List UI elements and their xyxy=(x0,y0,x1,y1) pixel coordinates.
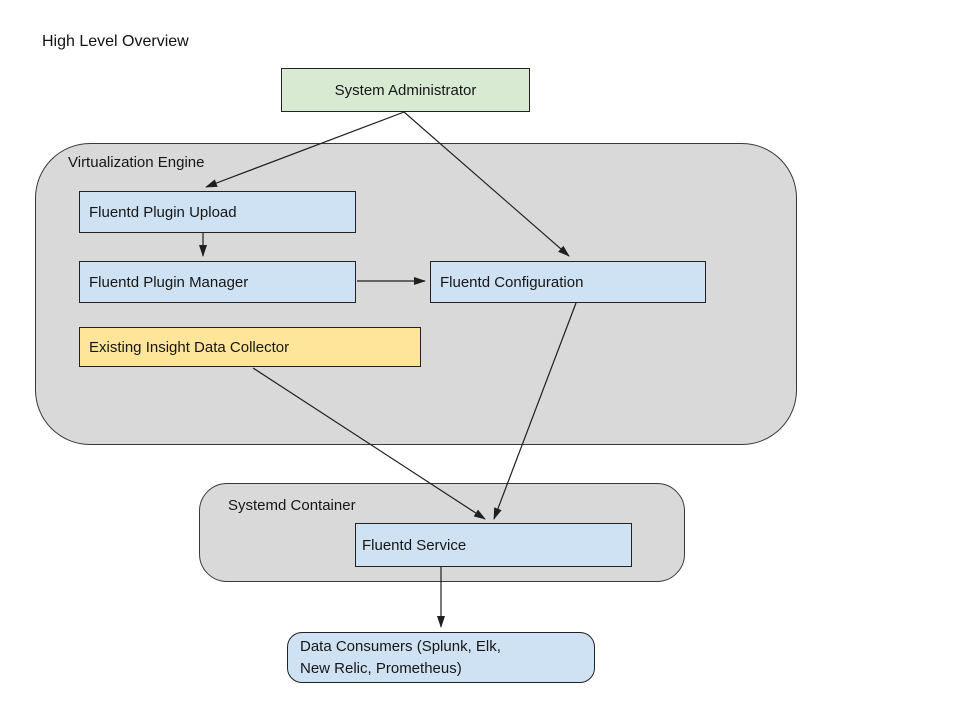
node-data-consumers: Data Consumers (Splunk, Elk, New Relic, … xyxy=(287,632,595,683)
container-virtualization-engine-label: Virtualization Engine xyxy=(68,154,205,171)
node-fluentd-service: Fluentd Service xyxy=(355,523,632,567)
node-fluentd-configuration: Fluentd Configuration xyxy=(430,261,706,303)
node-fluentd-plugin-upload: Fluentd Plugin Upload xyxy=(79,191,356,233)
node-existing-insight-data-collector: Existing Insight Data Collector xyxy=(79,327,421,367)
node-data-consumers-line1: Data Consumers (Splunk, Elk, xyxy=(300,637,501,655)
node-data-consumers-line2: New Relic, Prometheus) xyxy=(300,659,462,677)
node-fluentd-plugin-manager: Fluentd Plugin Manager xyxy=(79,261,356,303)
diagram-title: High Level Overview xyxy=(42,33,189,50)
node-system-administrator: System Administrator xyxy=(281,68,530,112)
container-systemd-container-label: Systemd Container xyxy=(228,497,356,514)
